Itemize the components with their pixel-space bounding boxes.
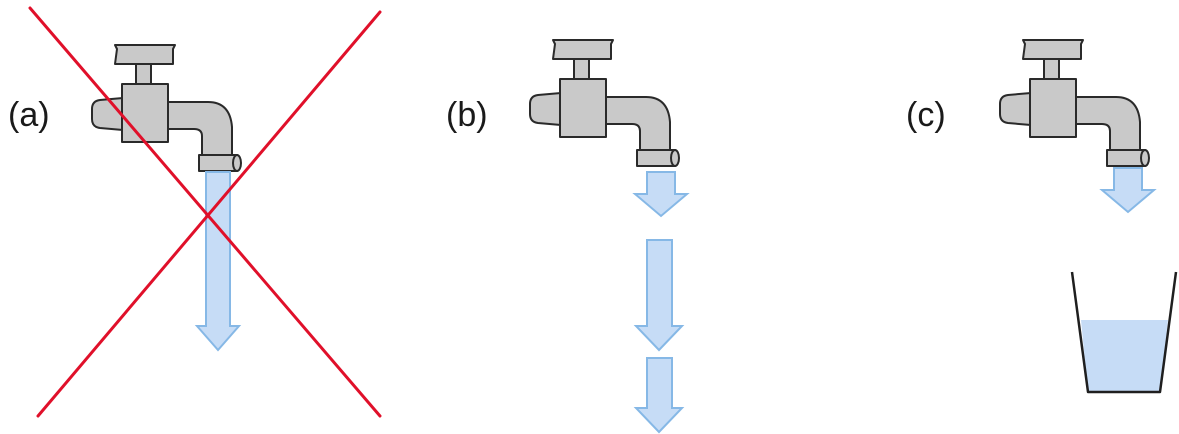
water-drop-arrow-1	[634, 171, 688, 217]
water-drop-arrow-3	[633, 357, 685, 434]
cup-icon	[1070, 271, 1178, 394]
water-stream-arrow	[194, 171, 242, 352]
water-drop-arrow	[1101, 167, 1155, 213]
panel-a-label: (a)	[8, 96, 50, 134]
cross-out-line-2	[36, 10, 382, 418]
faucet-icon	[999, 39, 1150, 167]
cross-out-line-1	[28, 6, 382, 418]
cup-water	[1081, 320, 1168, 392]
faucet-icon	[529, 39, 680, 167]
panel-b: (b)	[446, 39, 688, 434]
water-drop-arrow-2	[633, 239, 685, 352]
panel-b-label: (b)	[446, 96, 488, 134]
panel-a: (a)	[8, 6, 382, 418]
panel-c-label: (c)	[906, 96, 946, 134]
panel-c: (c)	[906, 39, 1178, 394]
